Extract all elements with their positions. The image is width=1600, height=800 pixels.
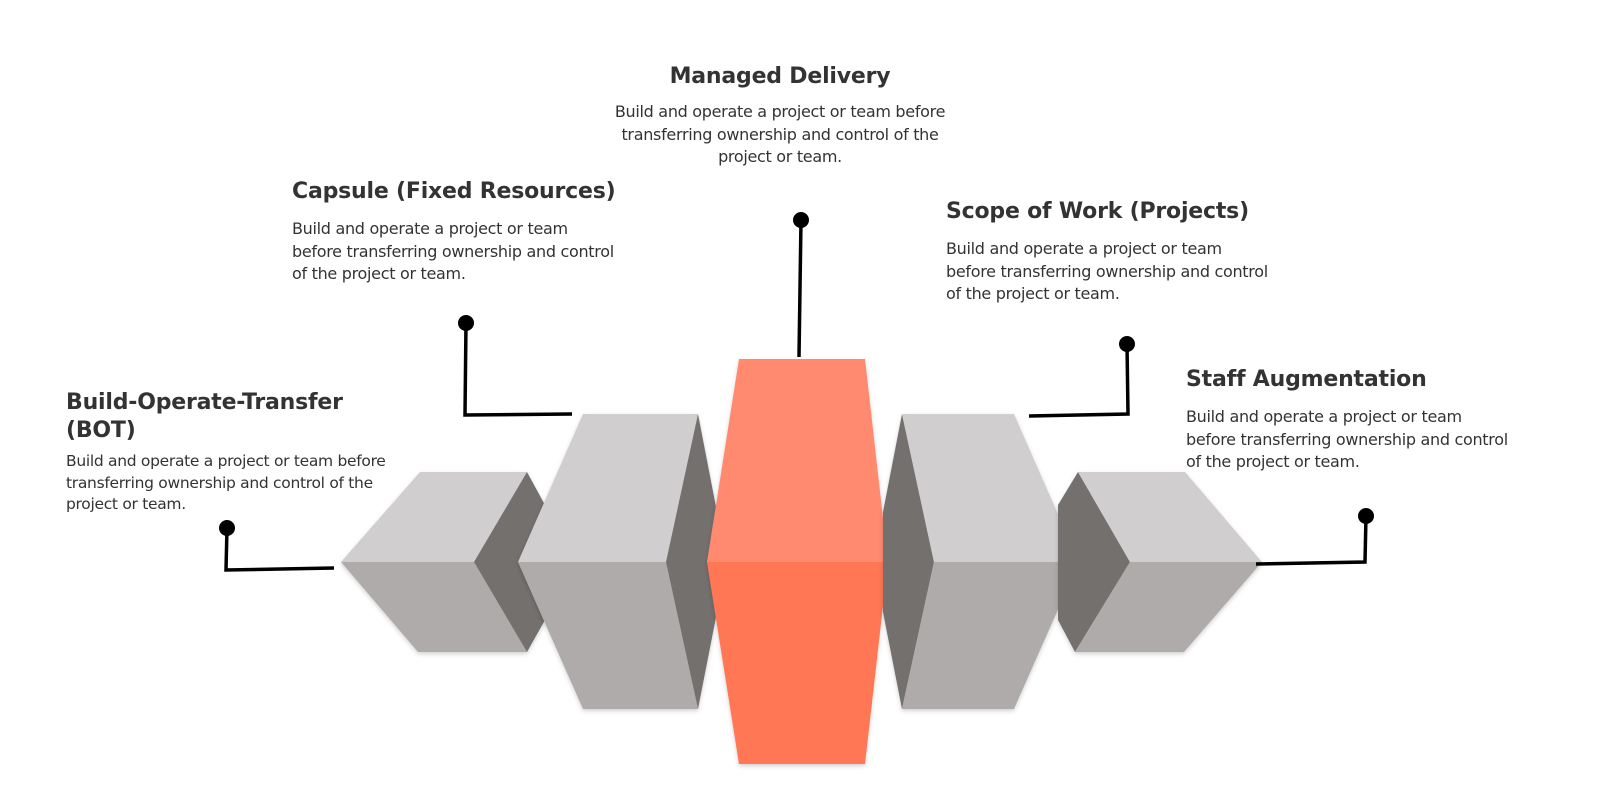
item-title: Build-Operate-Transfer (BOT) [66, 390, 343, 443]
item-capsule: Capsule (Fixed Resources) Build and oper… [292, 178, 622, 286]
item-title: Scope of Work (Projects) [946, 199, 1249, 224]
block-managed-delivery-top-face [707, 359, 888, 562]
block-staff-augmentation [1058, 472, 1262, 652]
block-scope-side-face [883, 414, 934, 709]
block-capsule-top-face [518, 414, 698, 562]
connector-scope-of-work-dot [1119, 336, 1135, 352]
block-managed-delivery [707, 359, 888, 764]
item-description: Build and operate a project or team befo… [66, 452, 386, 513]
block-bot-front-face [341, 562, 527, 652]
item-title: Staff Augmentation [1186, 367, 1427, 392]
item-description: Build and operate a project or team befo… [292, 219, 614, 283]
connector-staff-augmentation [1255, 508, 1374, 566]
block-staff-side-face [1058, 472, 1130, 652]
connector-managed-delivery [793, 212, 809, 358]
item-description: Build and operate a project or team befo… [946, 239, 1268, 303]
item-scope-of-work: Scope of Work (Projects) Build and opera… [946, 198, 1276, 306]
item-description: Build and operate a project or team befo… [614, 102, 946, 166]
connector-managed-delivery-dot [793, 212, 809, 228]
block-scope-of-work [883, 414, 1079, 709]
item-managed-delivery: Managed Delivery Build and operate a pro… [600, 63, 960, 169]
block-scope-top-face [902, 414, 1079, 562]
block-scope-front-face [902, 562, 1079, 709]
connector-bot [219, 520, 335, 572]
block-bot-side-face [474, 472, 545, 652]
block-staff-front-face [1075, 562, 1262, 652]
connector-bot-dot [219, 520, 235, 536]
block-bot-top-face [341, 472, 527, 562]
block-capsule [518, 414, 717, 709]
connector-capsule-dot [458, 315, 474, 331]
item-title: Managed Delivery [669, 64, 891, 89]
block-managed-delivery-bottom-face [707, 562, 888, 764]
block-bot [341, 472, 545, 652]
block-capsule-front-face [518, 562, 698, 709]
connector-scope-of-work [1028, 336, 1135, 418]
item-bot: Build-Operate-Transfer (BOT) Build and o… [66, 389, 406, 516]
item-staff-augmentation: Staff Augmentation Build and operate a p… [1186, 366, 1516, 474]
connector-capsule [458, 315, 573, 417]
block-capsule-side-face [666, 414, 717, 709]
connector-staff-augmentation-dot [1358, 508, 1374, 524]
item-title: Capsule (Fixed Resources) [292, 179, 616, 204]
block-staff-top-face [1078, 472, 1262, 562]
item-description: Build and operate a project or team befo… [1186, 407, 1508, 471]
